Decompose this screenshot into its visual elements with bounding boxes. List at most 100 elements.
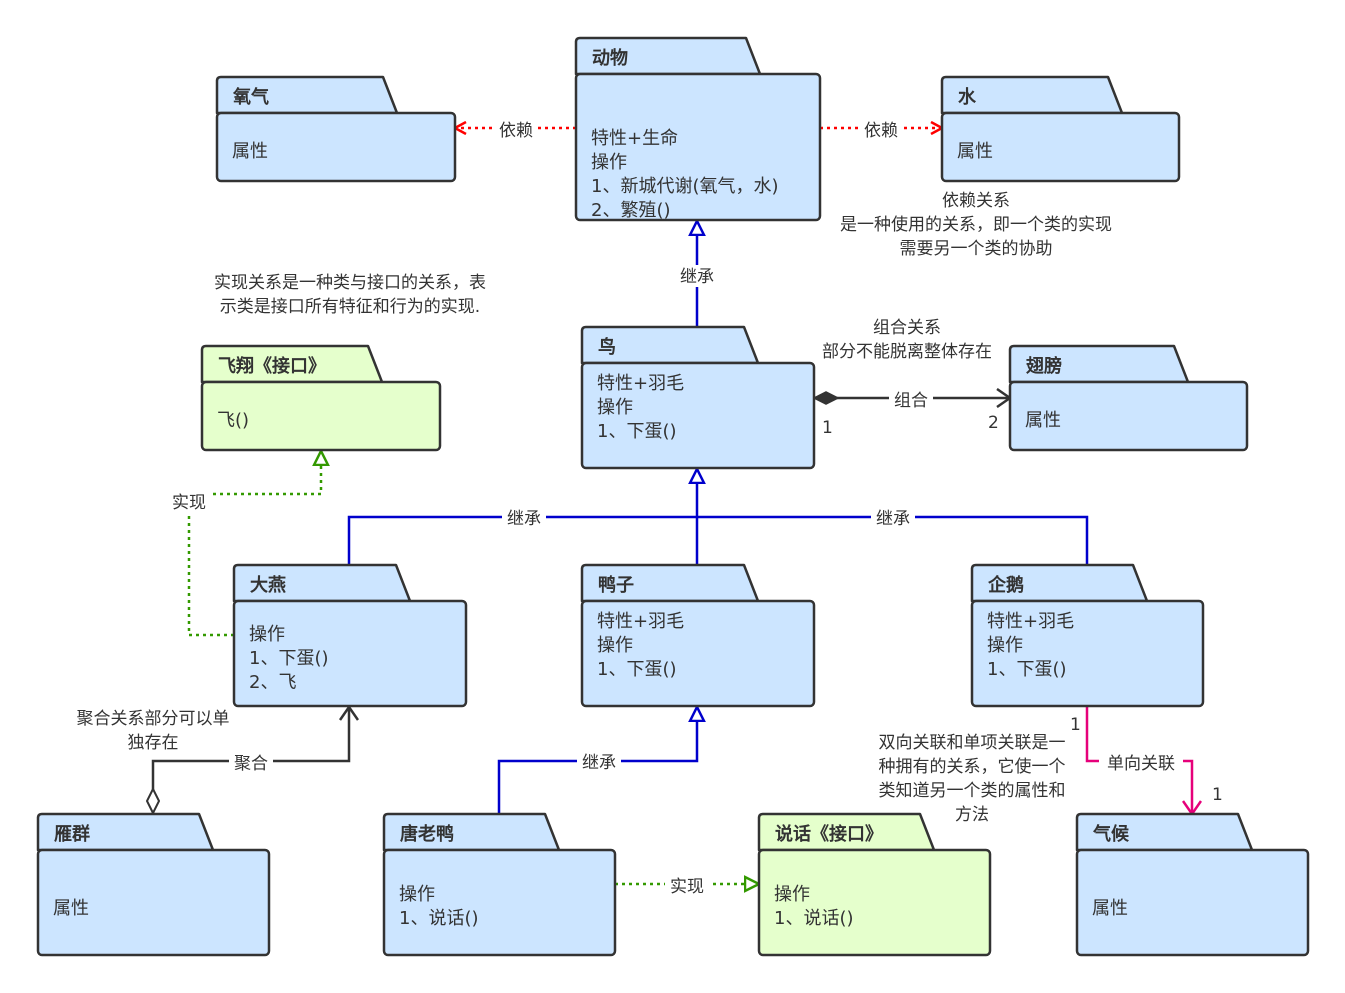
note-dependency-line-1: 依赖关系 <box>942 191 1010 211</box>
note-composition: 组合关系 部分不能脱离整体存在 <box>822 318 992 362</box>
edge-label-inherit-bird: 继承 <box>680 267 714 287</box>
package-line-duck-2: 1、下蛋() <box>597 659 677 680</box>
package-name-fly: 飞翔《接口》 <box>218 355 326 377</box>
note-dependency: 依赖关系 是一种使用的关系，即一个类的实现 需要另一个类的协助 <box>840 191 1112 259</box>
note-association-line-3: 类知道另一个类的属性和 <box>879 781 1066 801</box>
package-tab-duck <box>580 563 760 603</box>
package-name-animal: 动物 <box>592 47 628 69</box>
multiplicity-compose-to: 2 <box>988 413 999 433</box>
note-realization: 实现关系是一种类与接口的关系，表 示类是接口所有特征和行为的实现. <box>214 273 486 317</box>
edge-composition-bird-wing: 组合 1 2 <box>814 388 1010 438</box>
package-line-geese-0: 属性 <box>53 898 89 919</box>
package-line-swallow-2: 2、飞 <box>249 672 296 693</box>
edge-label-realize-fly: 实现 <box>172 493 206 513</box>
edge-realize-tang-speak: 实现 <box>615 874 759 897</box>
package-name-wing: 翅膀 <box>1026 355 1062 377</box>
edge-label-dependency-oxygen: 依赖 <box>499 121 533 141</box>
package-name-tangduck: 唐老鸭 <box>400 823 454 845</box>
package-line-animal-0: 特性+生命 <box>591 128 678 149</box>
package-tab-fly <box>200 344 384 384</box>
package-line-tangduck-1: 1、说话() <box>399 908 479 929</box>
edge-label-aggregate: 聚合 <box>234 754 268 774</box>
note-dependency-line-3: 需要另一个类的协助 <box>900 239 1053 259</box>
package-body-swallow <box>232 599 468 708</box>
note-realization-line-2: 示类是接口所有特征和行为的实现. <box>220 297 480 317</box>
note-aggregation: 聚合关系部分可以单 独存在 <box>77 709 230 753</box>
package-line-duck-1: 操作 <box>597 635 633 656</box>
package-line-bird-0: 特性+羽毛 <box>597 373 684 394</box>
package-name-oxygen: 氧气 <box>232 86 269 108</box>
package-speak[interactable]: 说话《接口》操作1、说话() <box>757 812 992 957</box>
package-tab-climate <box>1075 812 1254 852</box>
package-line-swallow-1: 1、下蛋() <box>249 648 329 669</box>
package-line-water-0: 属性 <box>957 141 993 162</box>
package-body-penguin <box>970 599 1205 708</box>
package-line-penguin-0: 特性+羽毛 <box>987 611 1074 632</box>
package-line-fly-0: 飞() <box>217 410 249 431</box>
note-association-line-2: 种拥有的关系，它使一个 <box>879 756 1066 777</box>
package-line-tangduck-0: 操作 <box>399 884 435 905</box>
package-body-geese <box>36 848 271 957</box>
package-tab-wing <box>1008 344 1190 384</box>
package-line-penguin-2: 1、下蛋() <box>987 659 1067 680</box>
package-line-wing-0: 属性 <box>1025 410 1061 431</box>
package-line-bird-2: 1、下蛋() <box>597 421 677 442</box>
note-realization-line-1: 实现关系是一种类与接口的关系，表 <box>214 273 486 293</box>
package-tab-swallow <box>232 563 412 603</box>
package-name-bird: 鸟 <box>598 336 616 358</box>
package-body-oxygen <box>215 111 457 183</box>
package-body-climate <box>1075 848 1310 957</box>
package-tab-tangduck <box>382 812 561 852</box>
edge-dependency-water: 依赖 <box>820 118 942 141</box>
edge-label-compose: 组合 <box>894 391 928 411</box>
edge-label-realize-speak: 实现 <box>670 877 704 897</box>
package-body-duck <box>580 599 816 708</box>
package-tab-penguin <box>970 563 1149 603</box>
note-composition-line-2: 部分不能脱离整体存在 <box>822 342 992 362</box>
edge-association-penguin-climate: 单向关联 1 1 <box>1070 707 1223 814</box>
edge-inherit-bird-animal: 继承 <box>675 221 719 327</box>
edge-label-inherit-right: 继承 <box>876 509 910 529</box>
package-name-water: 水 <box>958 86 977 108</box>
note-association-line-1: 双向关联和单项关联是一 <box>879 733 1066 753</box>
package-line-oxygen-0: 属性 <box>232 141 268 162</box>
package-name-speak: 说话《接口》 <box>775 823 883 845</box>
package-tab-geese <box>36 812 215 852</box>
package-line-speak-1: 1、说话() <box>774 908 854 929</box>
package-line-penguin-1: 操作 <box>987 635 1023 656</box>
edge-label-dependency-water: 依赖 <box>864 121 898 141</box>
edge-inherit-children-bird: 继承 继承 <box>347 469 1089 565</box>
package-tab-oxygen <box>215 75 399 115</box>
package-tab-speak <box>757 812 936 852</box>
package-layer: 动物特性+生命操作1、新城代谢(氧气，水)2、繁殖()氧气属性水属性鸟特性+羽毛… <box>36 36 1310 957</box>
package-name-duck: 鸭子 <box>598 574 634 596</box>
package-name-penguin: 企鹅 <box>987 574 1024 596</box>
package-tab-bird <box>580 325 760 365</box>
multiplicity-assoc-from: 1 <box>1070 715 1081 735</box>
package-name-swallow: 大燕 <box>250 574 286 596</box>
note-association-line-4: 方法 <box>955 805 989 825</box>
package-body-tangduck <box>382 848 617 957</box>
package-water[interactable]: 水属性 <box>940 75 1181 183</box>
package-fly[interactable]: 飞翔《接口》飞() <box>200 344 442 452</box>
package-line-animal-3: 2、繁殖() <box>591 199 671 221</box>
package-line-duck-0: 特性+羽毛 <box>597 611 684 632</box>
package-name-geese: 雁群 <box>54 823 90 845</box>
package-body-water <box>940 111 1181 183</box>
edge-inherit-tang-duck: 继承 <box>497 707 697 814</box>
edge-label-inherit-left: 继承 <box>507 509 541 529</box>
package-line-animal-2: 1、新城代谢(氧气，水) <box>591 176 779 197</box>
package-body-speak <box>757 848 992 957</box>
edge-label-inherit-tang: 继承 <box>582 753 616 773</box>
